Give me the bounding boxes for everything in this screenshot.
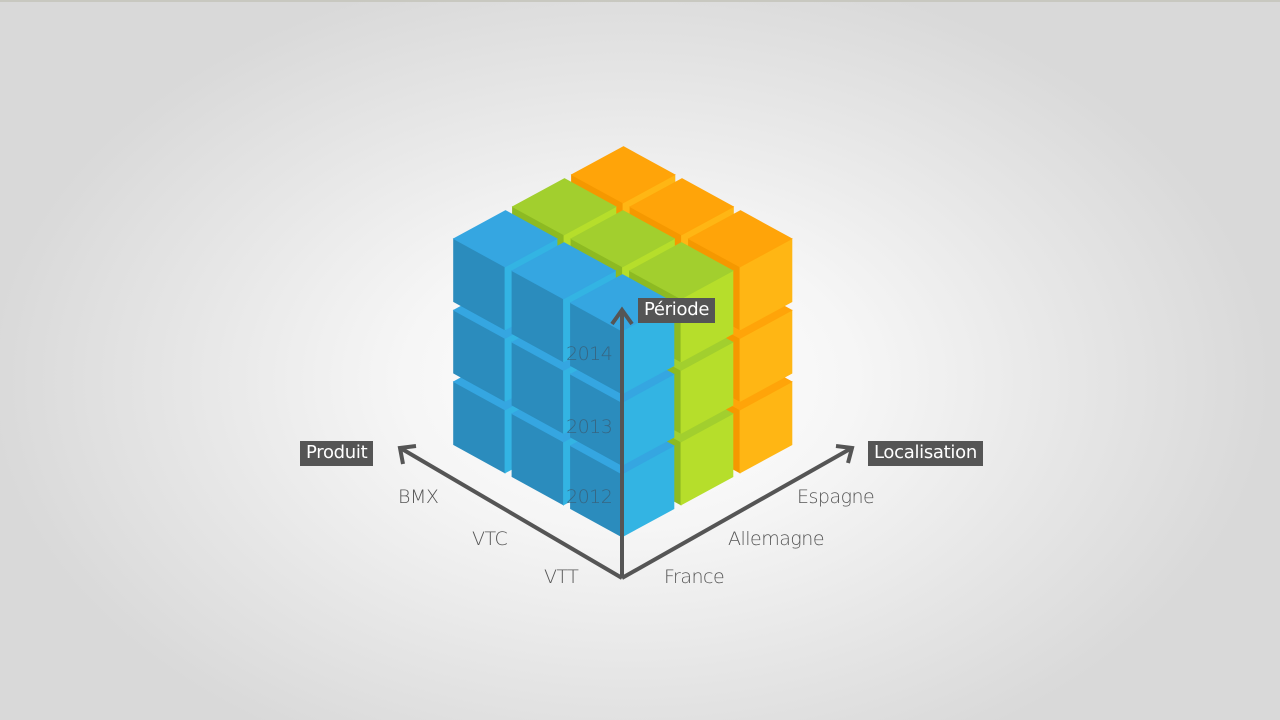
localisation-tick-france: France [664, 566, 725, 588]
top-face [570, 210, 676, 268]
localisation-tick-espagne: Espagne [797, 486, 875, 508]
periode-arrow-icon [610, 306, 634, 326]
top-face [511, 242, 617, 300]
localisation-arrow-icon [835, 444, 855, 464]
produit-axis [400, 447, 624, 580]
periode-tick-2013: 2013 [566, 416, 613, 438]
produit-tick-bmx: BMX [398, 486, 439, 508]
periode-tick-2012: 2012 [566, 486, 613, 508]
top-face [511, 178, 617, 236]
cube-block-france-vtt-2014 [569, 274, 675, 395]
cube-blocks [452, 146, 793, 538]
top-border [0, 0, 1280, 2]
produit-axis-label: Produit [300, 441, 374, 466]
periode-axis-label: Période [638, 298, 716, 323]
top-face [687, 210, 793, 268]
periode-tick-2014: 2014 [566, 343, 613, 365]
top-face [452, 210, 558, 268]
localisation-axis-label: Localisation [868, 441, 983, 466]
top-face [570, 146, 676, 204]
produit-tick-vtt: VTT [544, 566, 579, 588]
produit-tick-vtc: VTC [472, 528, 508, 550]
produit-arrow-icon [397, 444, 417, 465]
top-face [628, 242, 734, 300]
axes [397, 306, 855, 580]
localisation-tick-allemagne: Allemagne [728, 528, 825, 550]
localisation-axis [621, 447, 851, 580]
top-face [629, 178, 735, 236]
